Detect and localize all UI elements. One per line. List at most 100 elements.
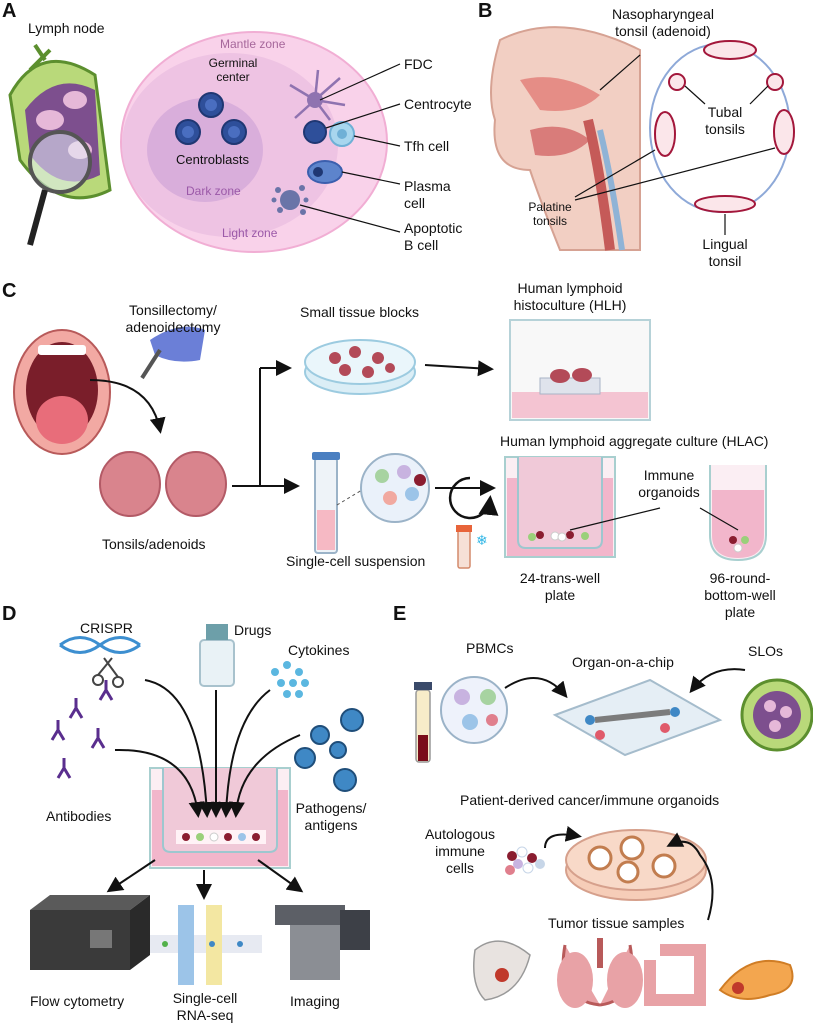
cell-suspension-zoom-icon: [336, 453, 430, 523]
antibodies-label: Antibodies: [46, 808, 112, 824]
scrnaseq-line-2: RNA-seq: [176, 1007, 234, 1023]
autologous-line-1: Autologous: [424, 826, 496, 842]
nasopharyngeal-line-1: Nasopharyngeal: [612, 6, 714, 22]
pathogen-icons: [294, 708, 364, 792]
autologous-label: Autologous immune cells: [420, 826, 500, 877]
round-bottom-line-2: bottom-well: [704, 587, 776, 603]
palatine-tonsils-label: Palatine tonsils: [518, 200, 582, 228]
microscope-icon: [275, 905, 370, 980]
tonsillectomy-line-1: Tonsillectomy/: [129, 302, 217, 318]
germinal-center-line-1: Germinal: [208, 56, 258, 70]
pathogens-line-1: Pathogens/: [295, 800, 367, 816]
small-tissue-blocks-label: Small tissue blocks: [300, 304, 420, 320]
cryovial-icon: ❄: [456, 525, 488, 569]
culture-well-icon: [149, 767, 291, 869]
immune-organoids-label: Immune organoids: [624, 467, 714, 501]
scrnaseq-microfluidics-icon: [150, 905, 262, 985]
flow-cytometry-label: Flow cytometry: [30, 993, 125, 1009]
germinal-center-line-2: center: [216, 70, 250, 84]
panel-e-arrows: [504, 668, 746, 921]
hlac-trans-well-icon: [504, 456, 616, 558]
svg-text:❄: ❄: [476, 533, 488, 549]
round-bottom-line-3: plate: [724, 604, 756, 620]
single-cell-suspension-label: Single-cell suspension: [286, 553, 426, 569]
light-zone-label: Light zone: [222, 226, 278, 240]
centrifuge-tube-icon: [312, 452, 340, 554]
panel-d-label: D: [2, 603, 17, 625]
panel-b-leader-lines: [574, 54, 776, 235]
magnifier-icon: [27, 130, 92, 246]
excised-tonsils-icon: [99, 451, 227, 517]
lingual-line-1: Lingual: [702, 236, 748, 252]
centrocyte-label: Centrocyte: [404, 96, 472, 112]
drug-vial-icon: [199, 624, 235, 687]
flow-cytometer-icon: [30, 895, 150, 970]
apoptotic-line-1: Apoptotic: [404, 220, 463, 236]
hlh-culture-well-icon: [509, 319, 651, 421]
germinal-center-label: Germinal center: [178, 56, 288, 84]
recycle-arrow-icon: [448, 476, 499, 520]
panel-e-label: E: [393, 603, 407, 625]
panel-c-arrows: [89, 360, 739, 531]
lingual-tonsil-label: Lingual tonsil: [690, 236, 760, 270]
apoptotic-b-cell-label: Apoptotic B cell: [404, 220, 462, 254]
nasopharyngeal-label: Nasopharyngeal tonsil (adenoid): [588, 6, 738, 40]
tonsillectomy-line-2: adenoidectomy: [125, 319, 221, 335]
apoptotic-line-2: B cell: [404, 237, 439, 253]
fdc-label: FDC: [404, 56, 433, 72]
round-bottom-line-1: 96-round-: [709, 570, 771, 586]
panel-a-leader-lines: [299, 63, 401, 233]
tonsils-adenoids-label: Tonsils/adenoids: [102, 536, 206, 552]
drugs-label: Drugs: [234, 622, 272, 638]
panel-c-label: C: [2, 280, 17, 302]
blood-tube-icon: [414, 682, 432, 763]
panel-b-label: B: [478, 0, 493, 22]
tubal-tonsils-label: Tubal tonsils: [690, 104, 760, 138]
panel-a-label: A: [2, 0, 17, 22]
scissors-icon: [92, 657, 124, 688]
scalpel-glove-icon: [140, 326, 205, 380]
round-bottom-well-icon: [709, 465, 767, 562]
petri-dish-tissue-icon: [304, 339, 416, 395]
plasma-cell: [307, 160, 343, 184]
open-mouth-icon: [13, 329, 111, 455]
plasma-cell-label: Plasma cell: [404, 178, 451, 212]
tubal-line-2: tonsils: [705, 121, 745, 137]
lingual-line-2: tonsil: [708, 253, 742, 269]
palatine-line-1: Palatine: [528, 200, 572, 214]
germinal-center-diagram: [120, 31, 388, 253]
palatine-line-2: tonsils: [532, 214, 567, 228]
hlh-line-2: histoculture (HLH): [513, 297, 627, 313]
pbmcs-label: PBMCs: [466, 640, 514, 656]
hlh-label: Human lymphoid histoculture (HLH): [495, 280, 645, 314]
centrocyte-cell: [303, 120, 327, 144]
scrnaseq-line-1: Single-cell: [172, 990, 238, 1006]
tfh-cell-label: Tfh cell: [404, 138, 450, 154]
plasma-cell-line-1: Plasma: [404, 178, 451, 194]
hlac-label: Human lymphoid aggregate culture (HLAC): [500, 433, 769, 449]
centroblast-cells: [175, 92, 247, 145]
lymph-node-label: Lymph node: [28, 20, 105, 36]
autologous-line-2: immune: [435, 843, 485, 859]
immune-organoids-line-1: Immune: [643, 467, 695, 483]
cytokine-dots-icon: [271, 661, 309, 698]
organ-on-chip-icon: [552, 678, 723, 757]
scrnaseq-label: Single-cell RNA-seq: [160, 990, 250, 1024]
slos-label: SLOs: [748, 643, 784, 659]
round-bottom-well-label: 96-round- bottom-well plate: [690, 570, 790, 621]
antibody-icons: [50, 680, 114, 779]
head-sagittal-section-icon: [490, 26, 641, 251]
trans-well-line-1: 24-trans-well: [519, 570, 601, 586]
slo-icon: [740, 678, 813, 752]
tubal-line-1: Tubal: [707, 104, 743, 120]
imaging-label: Imaging: [290, 993, 340, 1009]
hlh-line-1: Human lymphoid: [517, 280, 623, 296]
trans-well-line-2: plate: [544, 587, 576, 603]
organoid-dish-icon: [565, 829, 707, 901]
mantle-zone-label: Mantle zone: [220, 37, 286, 51]
cytokines-label: Cytokines: [288, 642, 350, 658]
organ-icons: [473, 938, 794, 1008]
dna-helix-icon: [59, 636, 141, 654]
pathogens-line-2: antigens: [304, 817, 358, 833]
crispr-label: CRISPR: [80, 620, 133, 636]
